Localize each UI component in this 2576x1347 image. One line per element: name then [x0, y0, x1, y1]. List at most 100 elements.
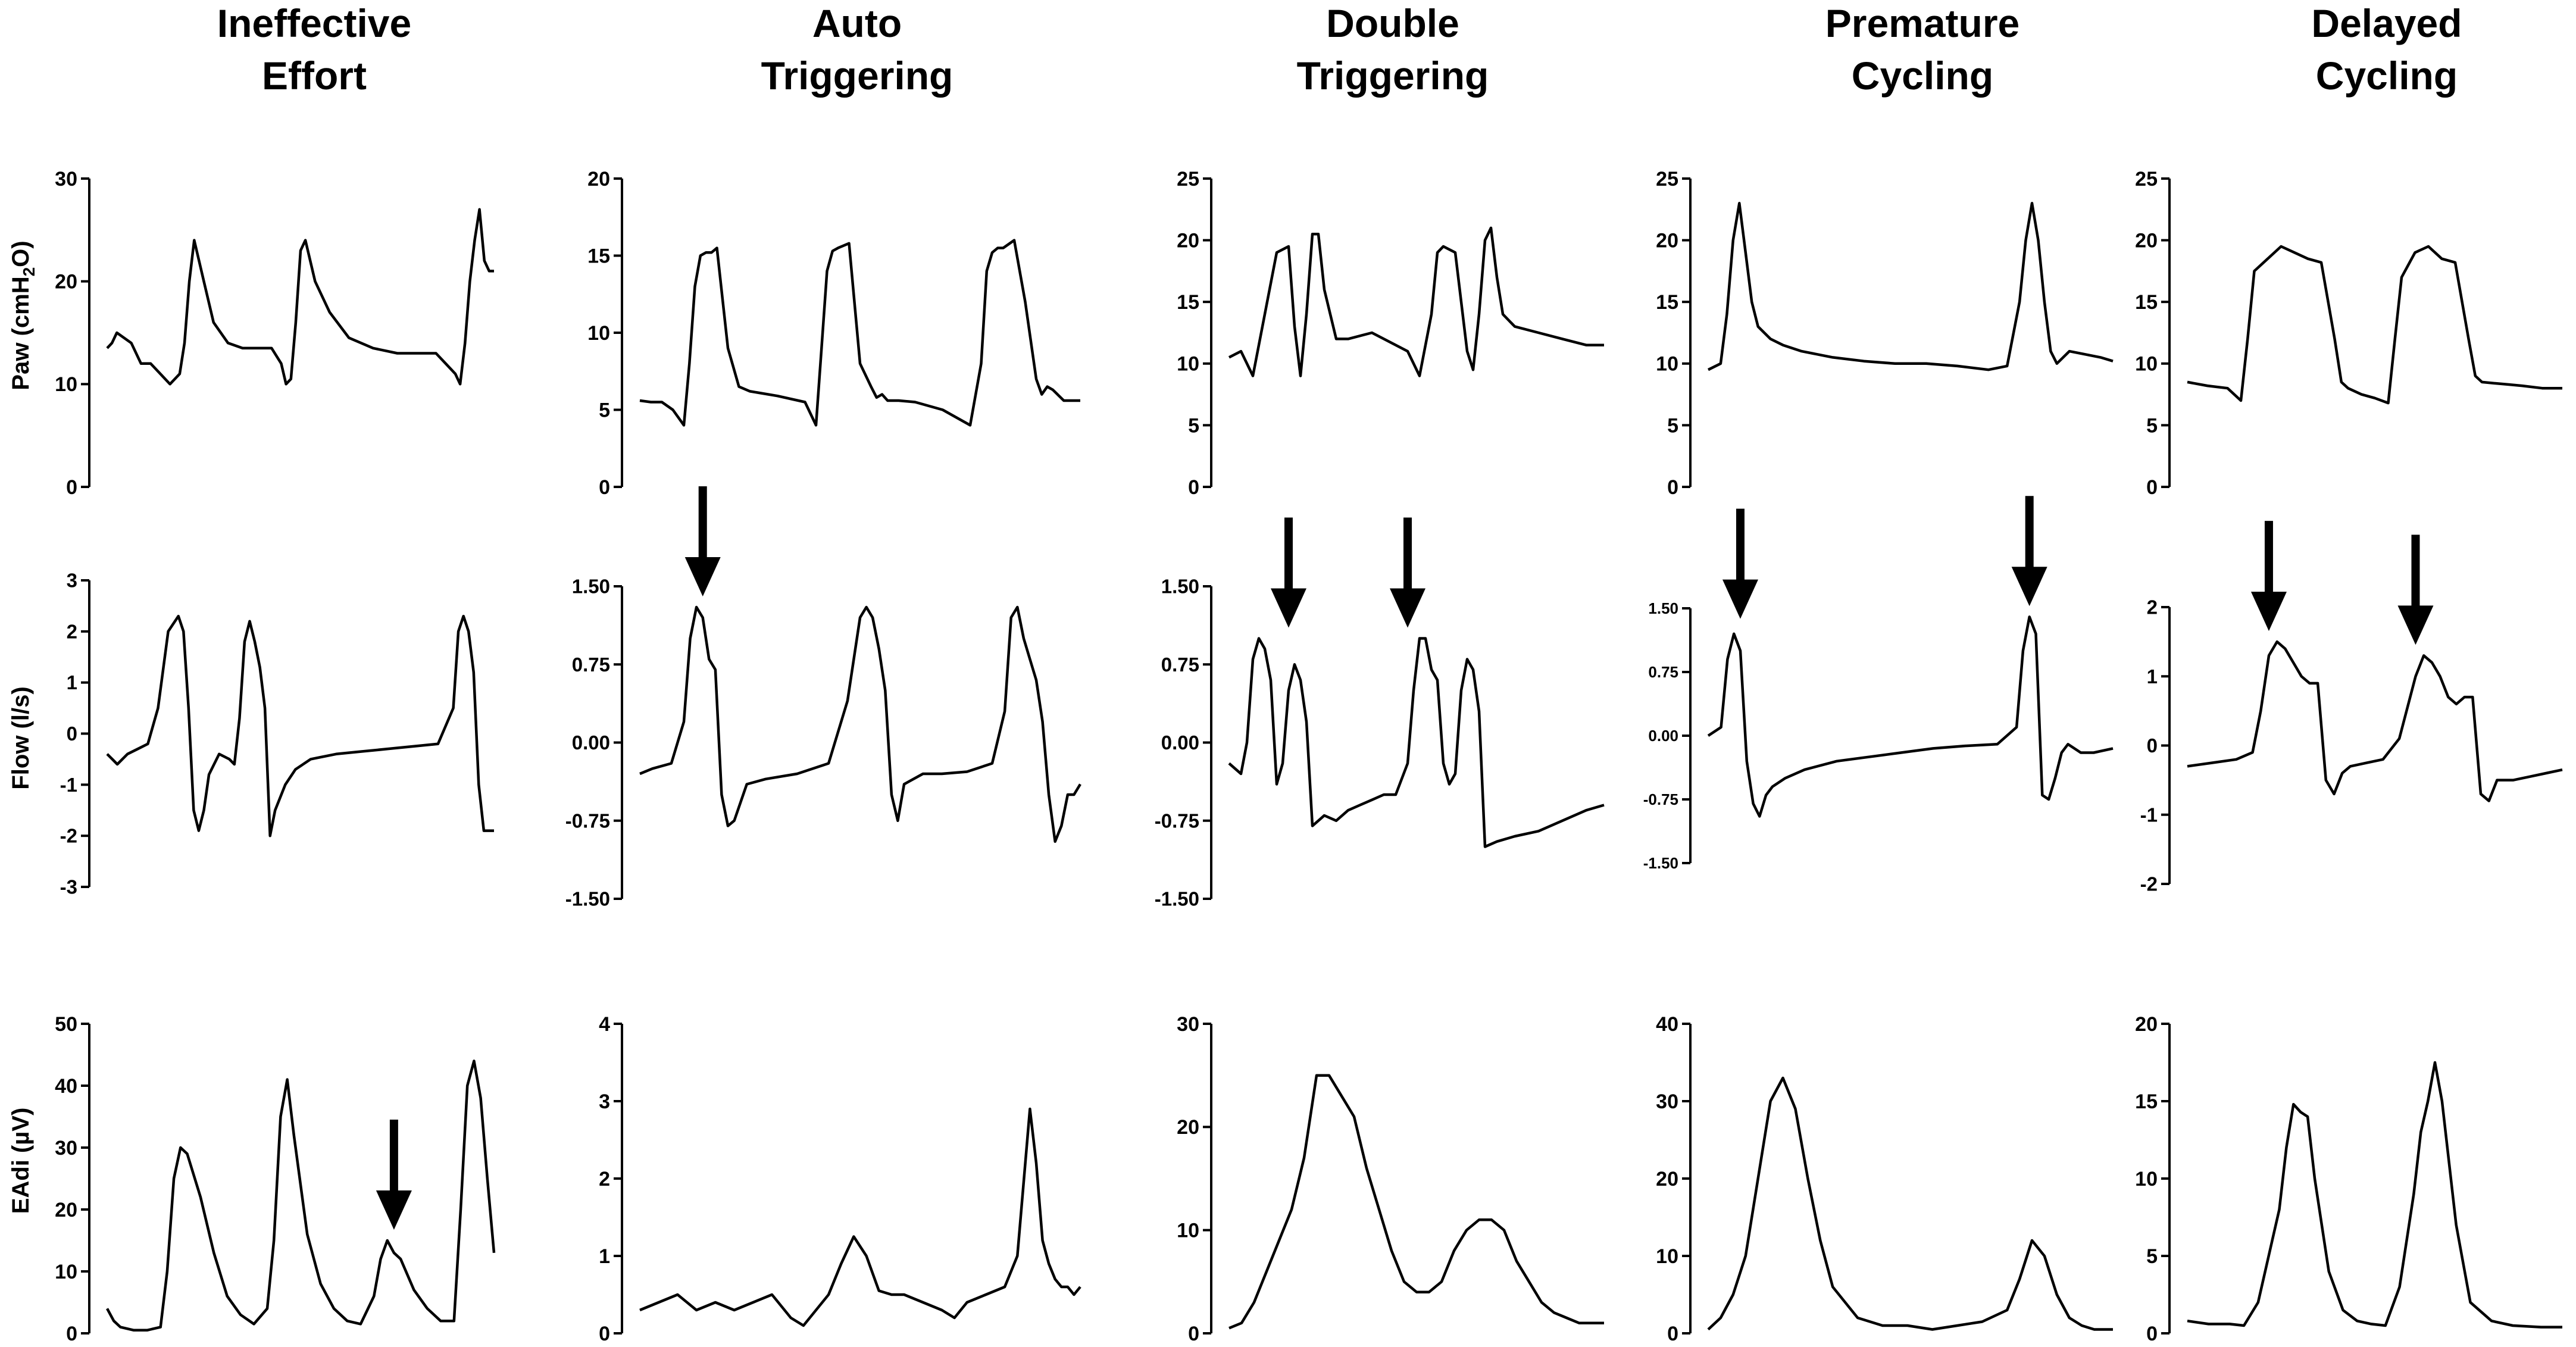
y-tick-label: -3 [60, 876, 77, 898]
column-title-ineffective-line2: Effort [262, 54, 367, 98]
y-tick-label: 10 [55, 1261, 77, 1283]
y-tick-label: 0 [1188, 476, 1199, 499]
y-tick-label: 20 [55, 1199, 77, 1221]
y-tick-label: 0 [1667, 1323, 1678, 1345]
column-title-double-line2: Triggering [1297, 54, 1489, 98]
waveform-trace [639, 239, 1080, 427]
y-tick-label: 0.75 [1648, 663, 1678, 681]
y-tick-label: 0.00 [1648, 727, 1678, 745]
y-tick-label: 3 [67, 570, 77, 592]
column-title-auto-line1: Auto [812, 1, 902, 45]
y-tick-label: 1.50 [572, 576, 610, 598]
y-tick-label: -2 [60, 825, 77, 847]
y-tick-label: 0 [599, 1323, 610, 1345]
waveform-trace [2187, 1061, 2562, 1329]
waveform-trace [1707, 615, 2114, 818]
y-tick-label: 0.00 [572, 732, 610, 754]
y-tick-label: 15 [2135, 1090, 2158, 1113]
waveform-trace [1228, 1074, 1604, 1330]
panel-3-flow: -1.50-0.750.000.751.50 [1643, 599, 2114, 872]
y-tick-label: 20 [2135, 1013, 2158, 1036]
y-tick-label: 0.75 [572, 654, 610, 676]
y-tick-label: 0 [66, 476, 77, 499]
y-tick-label: 30 [55, 1137, 77, 1160]
column-title-auto-line2: Triggering [761, 54, 954, 98]
waveform-trace [106, 614, 494, 837]
y-tick-label: 5 [599, 399, 610, 421]
y-tick-label: 20 [55, 271, 77, 293]
row-label-eadi: EAdi (µV) [8, 1108, 34, 1214]
annotation-arrow [1271, 517, 1306, 628]
y-tick-label: 10 [2135, 1168, 2158, 1190]
y-tick-label: 10 [1656, 353, 1678, 376]
y-tick-label: 2 [67, 620, 77, 642]
y-tick-label: 0 [2146, 1323, 2158, 1345]
y-tick-label: 15 [2135, 291, 2158, 314]
y-tick-label: 10 [587, 322, 610, 345]
waveform-trace [106, 208, 494, 386]
y-tick-label: 20 [1656, 1168, 1678, 1190]
annotation-arrow [2011, 496, 2047, 607]
y-tick-label: 0 [599, 476, 610, 499]
waveform-trace [106, 1060, 496, 1332]
waveform-trace [639, 1107, 1081, 1327]
panel-2-eadi: 0 10 20 30 [1177, 1013, 1604, 1345]
annotation-arrow [1722, 508, 1758, 619]
y-tick-label: 4 [599, 1013, 610, 1036]
annotation-arrow [2250, 521, 2287, 632]
y-tick-label: -1.50 [1155, 888, 1199, 910]
y-tick-label: -0.75 [1155, 810, 1199, 832]
y-tick-label: 20 [1177, 1116, 1199, 1139]
column-title-double-line1: Double [1326, 1, 1459, 45]
annotation-arrow [684, 486, 721, 596]
arrow-head [2397, 605, 2434, 645]
y-tick-label: 10 [2135, 353, 2158, 376]
y-tick-label: 50 [55, 1013, 77, 1036]
row-labels: Paw (cmH2O) Flow (l/s) EAdi (µV) [8, 240, 38, 1214]
column-title-ineffective-line1: Ineffective [217, 1, 411, 45]
arrow-head [684, 557, 721, 596]
plot-panels: 0102030-3-2-101230102030405005101520-1.5… [55, 168, 2563, 1345]
y-tick-label: 20 [2135, 230, 2158, 252]
y-tick-label: 0 [2147, 735, 2158, 757]
y-tick-label: 1.50 [1648, 599, 1678, 617]
y-tick-label: 40 [1656, 1013, 1678, 1036]
y-tick-label: 20 [1656, 230, 1678, 252]
column-title-premature-line1: Premature [1825, 1, 2020, 45]
annotation-arrow [376, 1120, 412, 1230]
y-tick-label: 15 [587, 245, 610, 267]
y-tick-label: 1.50 [1161, 576, 1199, 598]
y-tick-label: -1 [60, 774, 77, 796]
y-tick-label: -1 [2140, 804, 2158, 826]
y-tick-label: -0.75 [565, 810, 610, 832]
y-tick-label: -2 [2140, 873, 2158, 895]
y-tick-label: 0 [1188, 1323, 1199, 1345]
y-tick-label: 0 [67, 723, 77, 745]
row-label-flow: Flow (l/s) [8, 686, 34, 789]
y-tick-label: 2 [2147, 596, 2158, 618]
y-tick-label: 25 [1656, 168, 1678, 190]
column-title-delayed-line2: Cycling [2316, 54, 2458, 98]
y-tick-label: 0 [66, 1323, 77, 1345]
y-tick-label: 20 [1177, 230, 1199, 252]
waveform-trace [1707, 1076, 2113, 1331]
y-tick-label: 5 [1188, 414, 1199, 437]
y-tick-label: 10 [1177, 1220, 1199, 1242]
y-tick-label: 20 [587, 168, 610, 190]
y-tick-label: -1.50 [565, 888, 610, 910]
y-tick-label: -0.75 [1643, 790, 1678, 808]
y-tick-label: 30 [1177, 1013, 1199, 1036]
y-tick-label: 15 [1177, 291, 1199, 314]
waveform-trace [2187, 245, 2562, 405]
column-title-premature-line2: Cycling [1852, 54, 1993, 98]
y-tick-label: 30 [1656, 1090, 1678, 1113]
